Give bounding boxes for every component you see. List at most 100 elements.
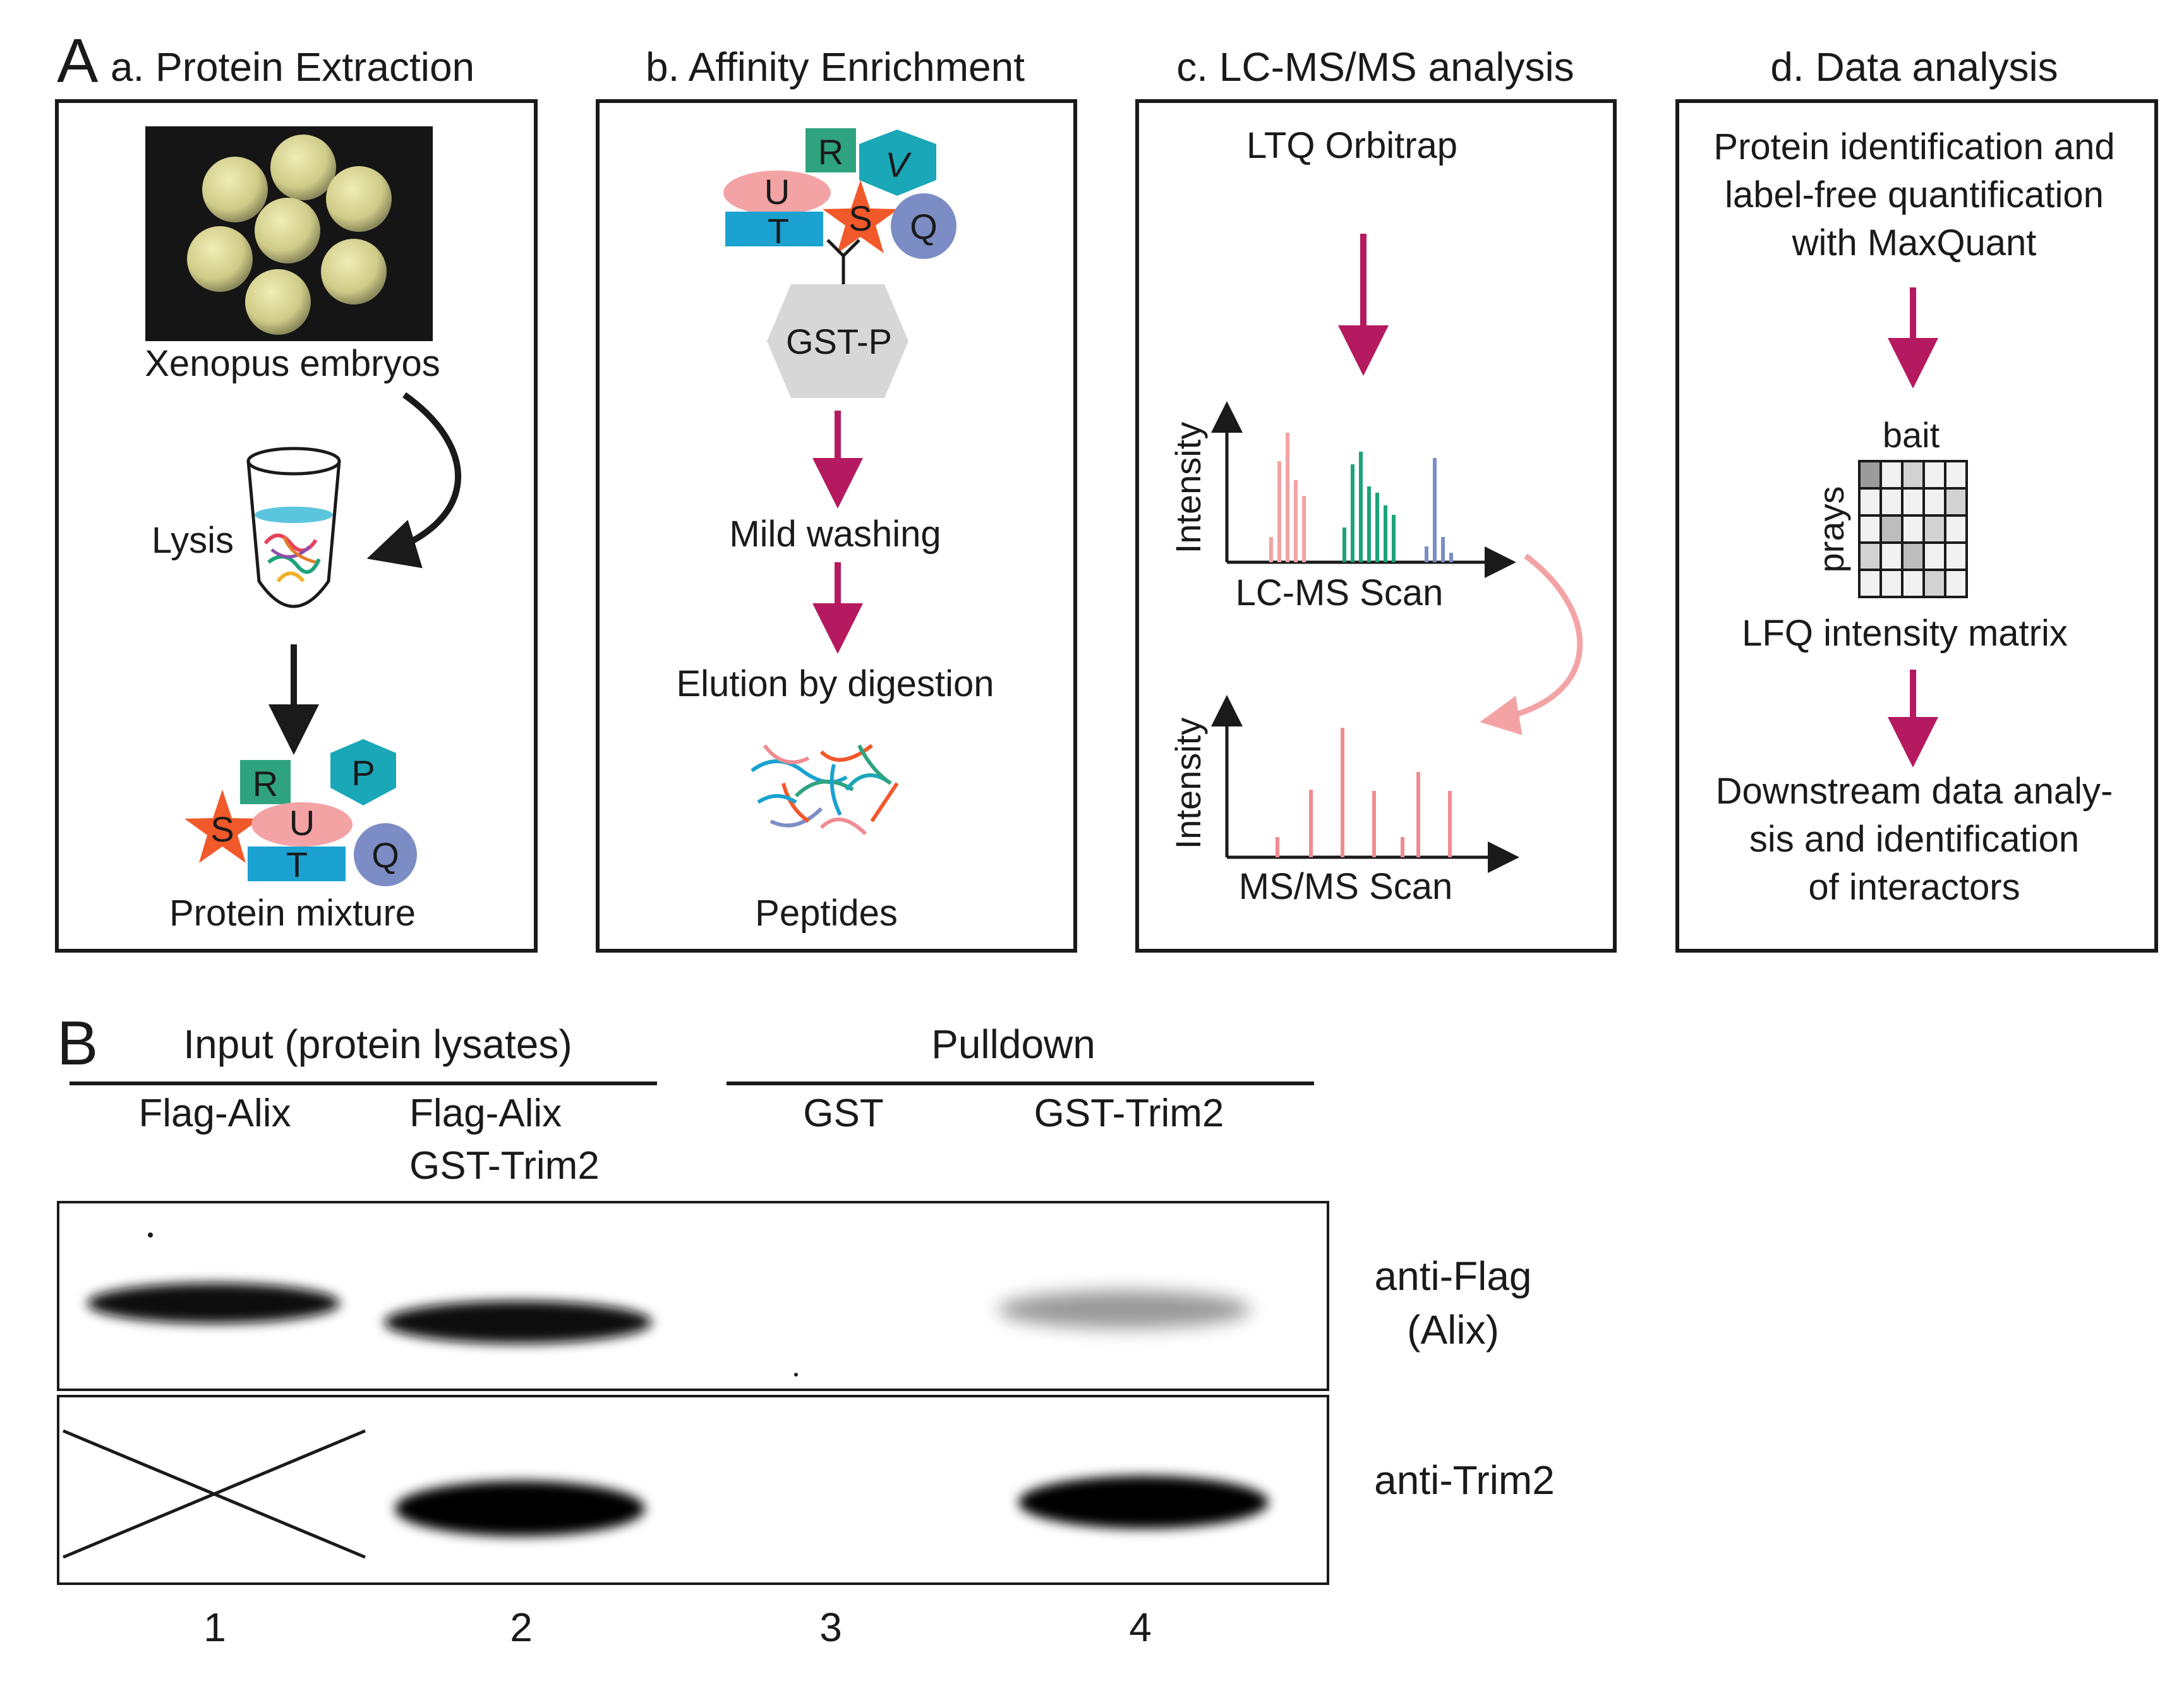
panel-a-letter: A (57, 26, 99, 95)
column-a: a. Protein Extraction Xenopus embryos Ly… (55, 44, 538, 953)
bait-label: bait (1883, 415, 1940, 455)
band-lane1 (87, 1283, 340, 1323)
protein-u-label: U (764, 172, 790, 212)
bait-complex: R V U T S Q GST-P (723, 128, 956, 398)
lane1-cross (63, 1429, 366, 1559)
lfq-matrix (1858, 460, 1968, 598)
blot1-label-line1: anti-Flag (1375, 1253, 1532, 1299)
curved-arrow (366, 392, 461, 569)
protein-q (354, 823, 417, 886)
lane1-label: Flag-Alix (138, 1092, 291, 1135)
protein-p-label: P (351, 753, 375, 793)
step1-label: Mild washing (729, 514, 941, 555)
embryo-photo (145, 126, 433, 341)
panel-b-letter: B (57, 1008, 98, 1078)
column-b: b. Affinity Enrichment R V U T S Q GST-P… (596, 44, 1077, 953)
input-group-label: Input (protein lysates) (183, 1021, 572, 1067)
speck (148, 1232, 153, 1238)
fragment-peaks (1276, 728, 1452, 857)
column-b-title: b. Affinity Enrichment (646, 44, 1025, 90)
ms-ms-plot: Intensity MS/MS Scan (1168, 695, 1519, 907)
blot-anti-flag (57, 1201, 1329, 1391)
band-lane2 (384, 1301, 652, 1344)
bait-label: GST-P (786, 322, 892, 361)
speck (794, 1373, 798, 1377)
curved-pink-arrow (1480, 553, 1583, 735)
column-d-title: d. Data analysis (1770, 44, 2058, 90)
green-peaks (1342, 452, 1396, 562)
lane4-label: GST-Trim2 (1034, 1092, 1224, 1135)
lane-number-2: 2 (510, 1605, 533, 1650)
top-text-line2: label-free quantification (1725, 174, 2104, 215)
band-lane4 (1018, 1476, 1269, 1529)
column-d-box (1675, 99, 2158, 953)
protein-q-label: Q (910, 207, 938, 246)
y-label: Intensity (1168, 718, 1208, 850)
column-d: d. Data analysis Protein identification … (1675, 44, 2158, 953)
protein-q-label: Q (371, 835, 399, 875)
prays-label: prays (1811, 486, 1851, 573)
protein-s (184, 790, 260, 863)
embryos-label: Xenopus embryos (145, 343, 440, 384)
protein-u (723, 171, 831, 215)
protein-t-label: T (286, 845, 308, 884)
bottom-text-line2: sis and identification (1749, 819, 2079, 860)
top-text-line1: Protein identification and (1713, 126, 2115, 167)
protein-t (725, 212, 823, 246)
panel-b: B Input (protein lysates) Pulldown Flag-… (57, 1008, 1555, 1650)
y-label: Intensity (1168, 422, 1208, 554)
blot-anti-trim2 (57, 1395, 1329, 1585)
blot1-label-line2: (Alix) (1407, 1307, 1499, 1353)
column-c-box (1135, 99, 1617, 953)
protein-u (251, 802, 353, 847)
protein-r-label: R (253, 764, 278, 804)
protein-mixture: R P S U T Q (184, 739, 417, 886)
protein-s (823, 180, 898, 253)
protein-r-label: R (818, 132, 843, 172)
lysis-tube (246, 447, 341, 608)
x-label: LC-MS Scan (1236, 572, 1444, 613)
protein-v-label: V (885, 145, 912, 184)
protein-t-label: T (768, 211, 789, 251)
x-label: MS/MS Scan (1239, 866, 1452, 907)
lane2-label-line2: GST-Trim2 (409, 1144, 600, 1188)
protein-q (891, 193, 956, 259)
lysis-label: Lysis (152, 520, 234, 561)
column-a-box (55, 99, 538, 953)
lane2-label-line1: Flag-Alix (409, 1092, 562, 1135)
mixture-label: Protein mixture (169, 893, 416, 934)
protein-t (248, 847, 346, 881)
band-lane2 (395, 1481, 645, 1536)
protein-u-label: U (289, 803, 315, 843)
bottom-text-line1: Downstream data analy- (1716, 771, 2113, 812)
blot2-label: anti-Trim2 (1374, 1457, 1555, 1503)
bottom-text-line3: of interactors (1808, 867, 2020, 908)
lc-ms-plot: Intensity LC-MS Scan (1168, 401, 1516, 613)
top-text-line3: with MaxQuant (1792, 222, 2037, 263)
protein-p (330, 739, 396, 805)
peptides-label: Peptides (755, 893, 898, 934)
pink-peaks (1269, 433, 1306, 562)
blue-peaks (1425, 458, 1453, 562)
protein-v (859, 130, 936, 196)
column-b-box (596, 99, 1077, 953)
lane3-label: GST (803, 1092, 883, 1135)
protein-s-label: S (848, 198, 872, 238)
column-c: c. LC-MS/MS analysis LTQ Orbitrap (1135, 44, 1617, 953)
protein-r (240, 760, 291, 804)
lane-number-1: 1 (203, 1605, 226, 1650)
pulldown-group-label: Pulldown (931, 1021, 1095, 1067)
protein-r (805, 128, 856, 172)
step2-label: Elution by digestion (677, 663, 994, 704)
matrix-label: LFQ intensity matrix (1742, 613, 2068, 654)
lane-number-3: 3 (819, 1605, 842, 1650)
peptides-illustration (751, 744, 899, 836)
column-a-title: a. Protein Extraction (111, 44, 474, 90)
protein-s-label: S (210, 809, 234, 849)
band-lane4 (998, 1291, 1251, 1329)
antibody-linker (826, 239, 860, 284)
lane-number-4: 4 (1129, 1605, 1152, 1650)
bait-hexagon (767, 284, 908, 398)
instrument-label: LTQ Orbitrap (1246, 125, 1457, 166)
